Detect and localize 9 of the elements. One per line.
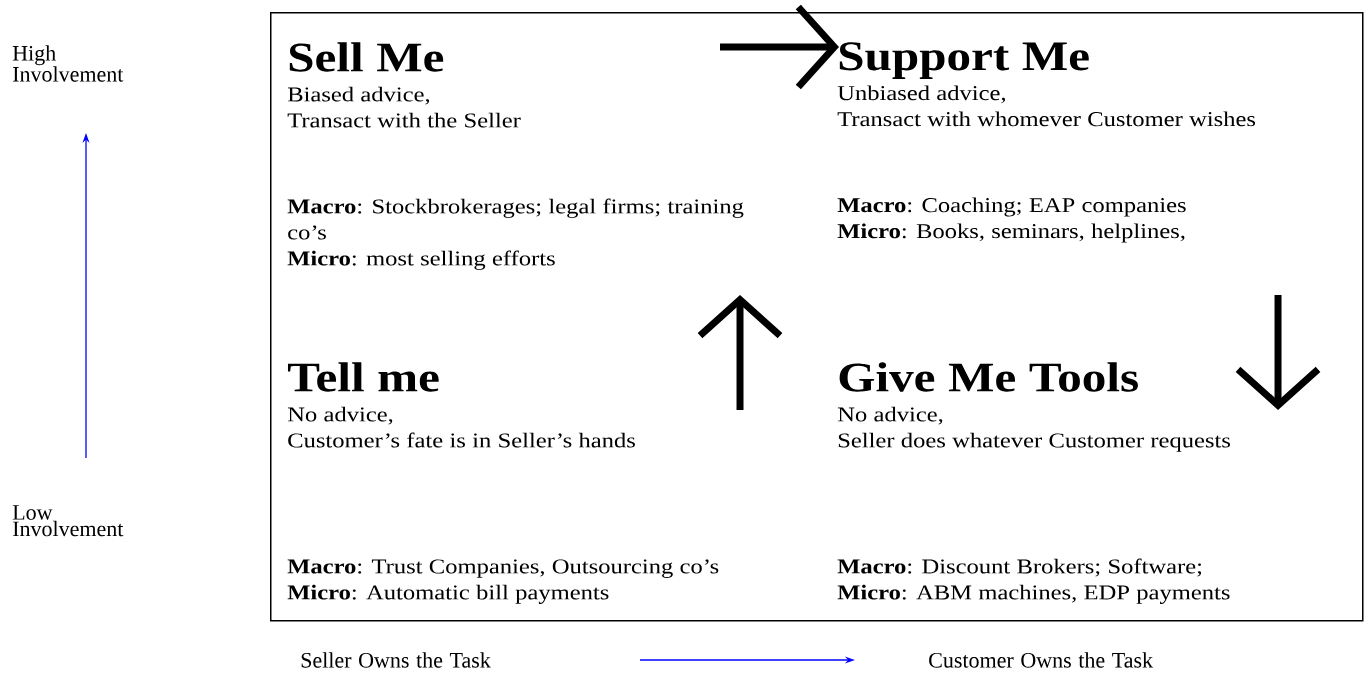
quadrant-text: Sell Me Biased advice, Transact with the Seller Macro: Stockbrokerages; legal firms; training co’s Micro: most selling efforts bbox=[287, 42, 744, 270]
axis-label: Customer Owns the Task bbox=[929, 652, 1154, 668]
axis-label: High Involvement bbox=[12, 45, 124, 82]
quadrant-text: Tell me No advice, Customer’s fate is in Seller’s hands Macro: Trust Companies, Outsourcing co’s Micro: Automatic bill payments bbox=[287, 362, 719, 604]
axis-label: Low Involvement bbox=[12, 505, 124, 537]
axis-label: Seller Owns the Task bbox=[301, 652, 491, 668]
quadrant-text: Support Me Unbiased advice, Transact with whomever Customer wishes Macro: Coaching; EAP companies Micro: Books, seminars, helplines, bbox=[837, 42, 1256, 243]
quadrant-text: Give Me Tools No advice, Seller does whatever Customer requests Macro: Discount Brokers; Software; Micro: ABM machines, EDP payments bbox=[837, 362, 1230, 604]
frame-box bbox=[270, 12, 1364, 622]
